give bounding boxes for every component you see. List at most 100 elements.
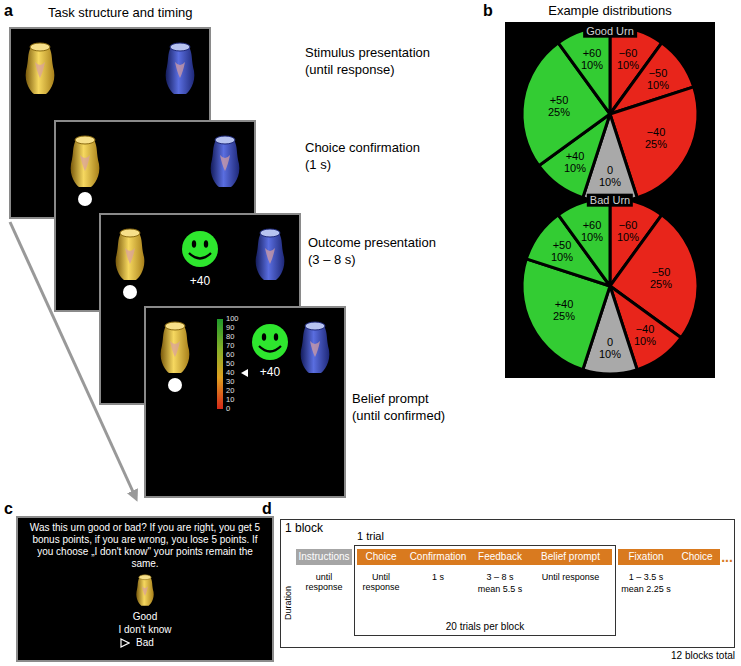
wedge-label: −40 25% <box>645 126 667 150</box>
wedge-label: −50 10% <box>647 67 669 91</box>
wedge-label: +50 25% <box>548 94 570 118</box>
scale-number: 60 <box>226 351 234 360</box>
trial-label: 1 trial <box>357 530 384 542</box>
urn-icon <box>211 136 240 187</box>
selection-marker <box>120 638 130 648</box>
scale-number: 20 <box>226 387 234 396</box>
scale-number: 50 <box>226 360 234 369</box>
answer-option: Bad <box>136 636 154 649</box>
smiley-eye <box>274 333 278 341</box>
phase-band: Confirmation <box>405 549 471 565</box>
scale-number: 80 <box>226 333 234 342</box>
phase-band: Choice <box>357 549 405 565</box>
phase-band: Choice <box>674 549 720 565</box>
stage-name: Stimulus presentation <box>305 46 430 61</box>
bad-urn-pie <box>522 198 698 374</box>
panel-letter: a <box>4 2 13 20</box>
urn-icon <box>161 322 190 373</box>
question-text: Was this urn good or bad? If you are rig… <box>24 522 266 570</box>
scale-number: 10 <box>226 396 234 405</box>
pie-wedge <box>522 43 610 166</box>
phase-name: Choice <box>365 549 396 565</box>
phase-name: Fixation <box>628 549 663 565</box>
urn-icon <box>256 229 285 280</box>
score-text: +40 <box>260 366 280 380</box>
smiley-face <box>252 324 288 360</box>
scale-number: 30 <box>226 378 234 387</box>
panel-letter: c <box>4 500 13 518</box>
screen-4 <box>145 307 345 497</box>
urn-icon <box>71 136 100 187</box>
scale-number: 0 <box>226 405 230 414</box>
phase-band: Fixation <box>618 549 674 565</box>
panel-title: Task structure and timing <box>48 6 193 21</box>
wedge-label: +60 10% <box>581 219 603 243</box>
score-text: +40 <box>190 275 210 289</box>
urn-icon <box>116 229 145 280</box>
screen <box>145 307 345 497</box>
wedge-label: +50 10% <box>551 239 573 263</box>
wedge-label: 0 10% <box>599 164 621 188</box>
smiley-mouth <box>189 253 211 259</box>
stage-name: Outcome presentation <box>308 236 436 251</box>
duration-text: 1 – 3.5 s <box>618 572 674 582</box>
phase-band: Instructions <box>296 549 352 565</box>
answer-option: Good <box>133 610 157 623</box>
stage-name: Belief prompt <box>352 392 429 407</box>
wedge-label: −50 25% <box>650 266 672 290</box>
choice-dot <box>78 192 92 206</box>
panel-letter: d <box>262 500 272 518</box>
pie-background <box>505 22 715 378</box>
duration-text: Until response <box>531 572 611 582</box>
panel-letter: b <box>483 2 493 20</box>
sequence-arrow <box>10 222 134 494</box>
wedge-label: +40 25% <box>553 298 575 322</box>
duration-text: 3 – 8 s <box>471 572 529 582</box>
axis-label: Duration <box>283 586 293 620</box>
stage-name: Choice confirmation <box>305 141 420 156</box>
block-count: 12 blocks total <box>671 650 735 662</box>
urn-icon <box>166 43 195 94</box>
block-label: 1 block <box>285 521 323 535</box>
belief-scale-bar <box>217 319 223 409</box>
phase-band: Belief prompt <box>529 549 612 565</box>
phase-band: Feedback <box>471 549 529 565</box>
trial-count: 20 trials per block <box>355 621 615 632</box>
smiley-face <box>182 231 218 267</box>
scale-number: 70 <box>226 342 234 351</box>
choice-dot <box>168 378 182 392</box>
stage-timing: (1 s) <box>305 158 331 173</box>
answer-option: I don't know <box>118 623 171 636</box>
wedge-label: −60 10% <box>617 219 639 243</box>
stage-timing: (3 – 8 s) <box>308 253 356 268</box>
duration-text: until response <box>298 572 350 593</box>
panel-title: Example distributions <box>548 4 672 19</box>
wedge-label: −60 10% <box>617 47 639 71</box>
phase-name: Confirmation <box>410 549 467 565</box>
phase-name: Instructions <box>298 549 349 565</box>
duration-text: mean 2.25 s <box>618 584 674 594</box>
good-urn-pie <box>522 26 698 202</box>
wedge-label: +60 10% <box>581 47 603 71</box>
duration-text: 1 s <box>408 572 468 582</box>
scale-number: 90 <box>226 324 234 333</box>
duration-text: Until response <box>357 572 405 593</box>
smiley-mouth <box>259 346 281 352</box>
choice-dot <box>123 285 137 299</box>
wedge-label: 0 10% <box>599 336 621 360</box>
urn-label: Good Urn <box>583 25 637 38</box>
urn-icon <box>26 43 55 94</box>
scale-number: 40 <box>226 369 234 378</box>
ellipsis: ... <box>721 549 733 565</box>
stage-timing: (until response) <box>305 63 395 78</box>
urn-label: Bad Urn <box>587 194 633 207</box>
wedge-label: +40 10% <box>564 150 586 174</box>
scale-marker <box>241 369 248 377</box>
choice-screen: Was this urn good or bad? If you are rig… <box>16 516 274 662</box>
duration-text: mean 5.5 s <box>471 584 529 594</box>
smiley-eye <box>262 333 266 341</box>
block-frame: Instructions Choice ConfirmationFeedbackBe… <box>280 519 735 648</box>
wedge-label: −40 10% <box>634 323 656 347</box>
